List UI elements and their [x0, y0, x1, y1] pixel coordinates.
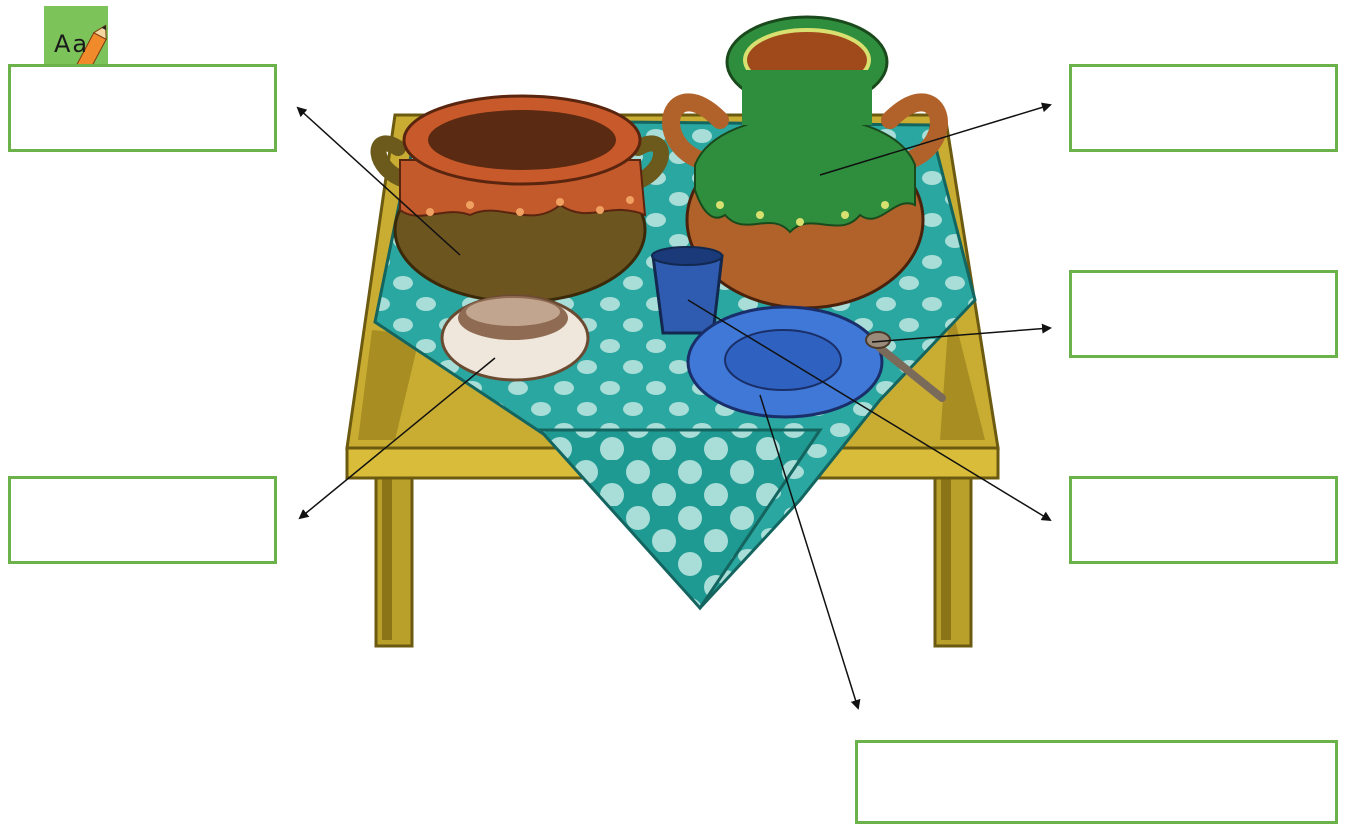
answer-box-top-right[interactable] [1069, 64, 1338, 152]
clay-pot [379, 96, 661, 302]
white-bowl [442, 296, 588, 380]
answer-box-low-right[interactable] [1069, 476, 1338, 564]
answer-box-bottom[interactable] [855, 740, 1338, 824]
badge-label: Aa [54, 30, 89, 58]
answer-box-mid-left[interactable] [8, 476, 277, 564]
answer-box-top-left[interactable] [8, 64, 277, 152]
answer-box-mid-right[interactable] [1069, 270, 1338, 358]
blue-cup [652, 247, 722, 333]
